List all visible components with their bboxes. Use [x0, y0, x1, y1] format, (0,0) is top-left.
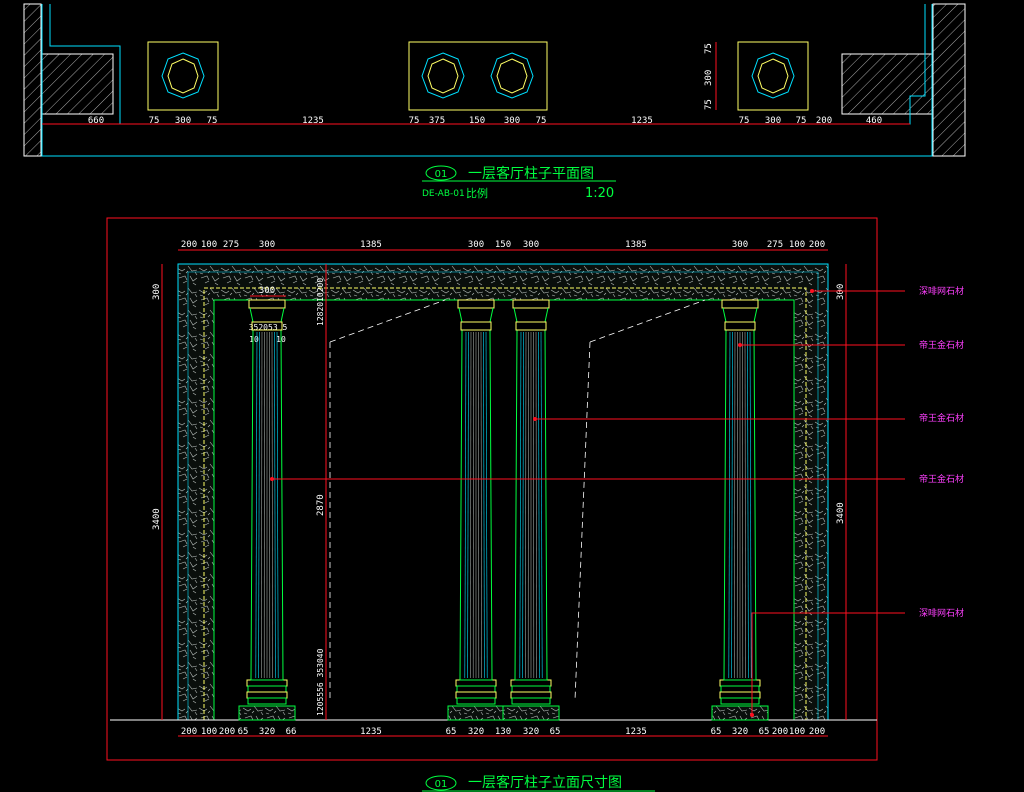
svg-text:275: 275 — [223, 240, 239, 250]
svg-text:100: 100 — [789, 727, 805, 737]
plan-column-4 — [737, 41, 809, 111]
svg-text:200: 200 — [772, 727, 788, 737]
svg-text:300: 300 — [732, 240, 748, 250]
plan-scale-value: 1:20 — [585, 186, 614, 201]
plan-left-wall — [23, 3, 42, 157]
plan-column-1 — [147, 41, 219, 111]
material-labels: 深啡网石材 帝王金石材 帝王金石材 帝王金石材 深啡网石材 — [919, 285, 964, 619]
elevation-bottom-dims: 200 100 200 65 320 66 1235 65 320 130 32… — [181, 727, 825, 737]
svg-text:65: 65 — [550, 727, 561, 737]
elevation-title: 一层客厅柱子立面尺寸图 — [468, 774, 622, 791]
svg-text:200: 200 — [181, 240, 197, 250]
svg-text:300: 300 — [504, 116, 520, 126]
svg-text:130: 130 — [495, 727, 511, 737]
capital-sub-left: 10 — [249, 335, 259, 344]
svg-text:75: 75 — [536, 116, 547, 126]
material-label-2: 帝王金石材 — [919, 339, 964, 351]
plan-left-pier — [40, 53, 114, 115]
svg-text:320: 320 — [468, 727, 484, 737]
svg-text:200: 200 — [816, 116, 832, 126]
column-4 — [711, 299, 769, 721]
plan-side-dim-1: 75 — [704, 43, 714, 54]
shaft-height: 2870 — [316, 494, 326, 516]
svg-text:300: 300 — [259, 240, 275, 250]
plan-right-wall — [932, 3, 966, 157]
material-label-3: 帝王金石材 — [919, 412, 964, 424]
material-label-4: 帝王金石材 — [919, 473, 964, 485]
svg-text:66: 66 — [286, 727, 297, 737]
svg-text:75: 75 — [739, 116, 750, 126]
svg-text:300: 300 — [468, 240, 484, 250]
svg-text:320: 320 — [259, 727, 275, 737]
elevation-number: 01 — [435, 779, 448, 790]
base-vertical: 1205556 353040 — [316, 648, 325, 716]
plan-ref: DE-AB-01 — [422, 189, 465, 199]
svg-text:75: 75 — [149, 116, 160, 126]
right-height: 3400 — [836, 502, 846, 524]
svg-text:300: 300 — [765, 116, 781, 126]
svg-text:65: 65 — [759, 727, 770, 737]
svg-text:100: 100 — [201, 240, 217, 250]
capital-width: 300 — [259, 286, 275, 296]
plan-column-pair — [408, 41, 548, 111]
svg-text:1385: 1385 — [360, 240, 382, 250]
svg-text:375: 375 — [429, 116, 445, 126]
svg-text:320: 320 — [732, 727, 748, 737]
plan-side-dim-2: 300 — [704, 70, 714, 86]
svg-text:200: 200 — [809, 240, 825, 250]
column-2 — [447, 299, 505, 721]
svg-text:100: 100 — [201, 727, 217, 737]
svg-text:275: 275 — [767, 240, 783, 250]
svg-text:200: 200 — [809, 727, 825, 737]
svg-text:200: 200 — [219, 727, 235, 737]
plan-right-pier — [841, 53, 934, 115]
plan-number: 01 — [435, 169, 448, 180]
svg-text:150: 150 — [495, 240, 511, 250]
elevation-top-dims: 200 100 275 300 1385 300 150 300 1385 30… — [181, 240, 825, 250]
svg-text:660: 660 — [88, 116, 104, 126]
svg-text:1385: 1385 — [625, 240, 647, 250]
plan-side-dim-3: 75 — [704, 99, 714, 110]
svg-text:1235: 1235 — [360, 727, 382, 737]
material-label-5: 深啡网石材 — [919, 607, 964, 619]
elevation-title-block: 01 一层客厅柱子立面尺寸图 — [422, 774, 655, 792]
plan-view: 75 300 75 660 75 300 75 1235 75 375 150 … — [23, 3, 966, 201]
svg-text:1235: 1235 — [625, 727, 647, 737]
svg-text:100: 100 — [789, 240, 805, 250]
svg-text:300: 300 — [523, 240, 539, 250]
svg-text:300: 300 — [175, 116, 191, 126]
svg-text:75: 75 — [796, 116, 807, 126]
elevation-view: 200 100 275 300 1385 300 150 300 1385 30… — [106, 217, 964, 792]
svg-text:200: 200 — [181, 727, 197, 737]
plan-title: 一层客厅柱子平面图 — [468, 165, 594, 182]
svg-text:65: 65 — [446, 727, 457, 737]
top-band-left: 300 — [152, 284, 162, 300]
svg-text:460: 460 — [866, 116, 882, 126]
elevation-frame — [106, 217, 878, 761]
material-leaders — [270, 289, 905, 717]
material-label-1: 深啡网石材 — [919, 285, 964, 297]
cap-vertical: 1282010200 — [316, 278, 325, 326]
svg-text:150: 150 — [469, 116, 485, 126]
svg-text:1235: 1235 — [631, 116, 653, 126]
top-band-right: 300 — [836, 284, 846, 300]
plan-scale-label: 比例 — [466, 186, 488, 200]
capital-detail: 352053 5 — [249, 323, 288, 332]
plan-title-block: 01 一层客厅柱子平面图 DE-AB-01 比例 1:20 — [422, 165, 616, 201]
plan-dim-labels: 660 75 300 75 1235 75 375 150 300 75 123… — [88, 116, 882, 126]
svg-text:320: 320 — [523, 727, 539, 737]
svg-text:1235: 1235 — [302, 116, 324, 126]
column-3 — [502, 299, 560, 721]
svg-text:65: 65 — [711, 727, 722, 737]
svg-text:75: 75 — [207, 116, 218, 126]
left-height: 3400 — [152, 508, 162, 530]
column-1 — [238, 299, 296, 721]
svg-text:75: 75 — [409, 116, 420, 126]
svg-text:65: 65 — [238, 727, 249, 737]
elevation-columns — [238, 299, 769, 721]
